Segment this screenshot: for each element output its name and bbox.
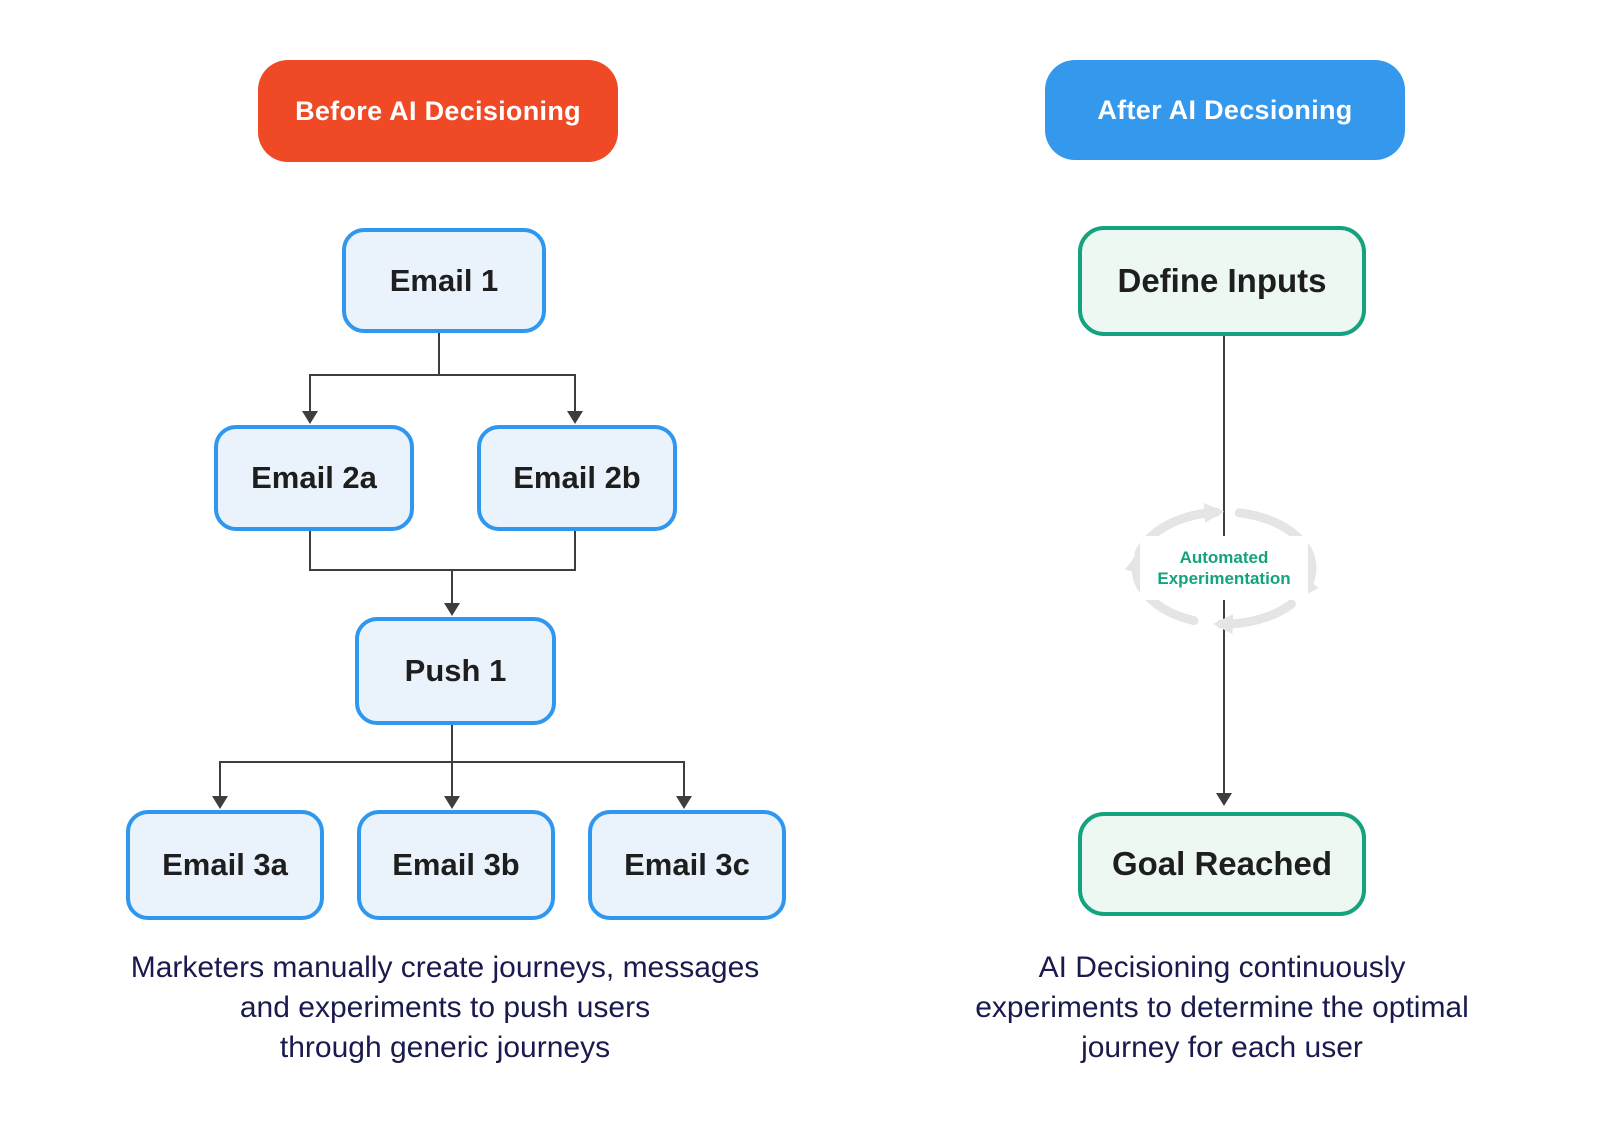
before-ai-decisioning-header: Before AI Decisioning (258, 60, 618, 162)
caption-after: AI Decisioning continuously experiments … (975, 951, 1469, 1064)
connector-merge-level2 (309, 569, 576, 571)
node-push-1: Push 1 (355, 617, 556, 725)
arrowhead-goal-reached (1216, 793, 1232, 806)
connector-to-email3b (451, 761, 453, 797)
connector-email1-down (438, 325, 440, 376)
node-email-1-label: Email 1 (389, 262, 499, 298)
connector-push1-down (451, 717, 453, 763)
connector-email2b-down (574, 523, 576, 571)
arrowhead-email3b (444, 796, 460, 809)
arrowhead-email3c (676, 796, 692, 809)
connector-email2a-down (309, 523, 311, 571)
connector-to-email3c (683, 761, 685, 797)
connector-to-push1 (451, 569, 453, 604)
connector-to-email2a (309, 374, 311, 412)
node-email-2a-label: Email 2a (251, 460, 377, 495)
node-email-3b: Email 3b (357, 810, 555, 920)
node-email-2b-label: Email 2b (513, 460, 641, 495)
node-email-3c: Email 3c (588, 810, 786, 920)
node-email-3c-label: Email 3c (624, 847, 750, 882)
after-header-label: After AI Decsioning (1097, 94, 1353, 125)
node-define-inputs: Define Inputs (1078, 226, 1366, 336)
node-email-1: Email 1 (342, 228, 546, 333)
node-push-1-label: Push 1 (404, 653, 507, 688)
before-header-label: Before AI Decisioning (295, 95, 581, 126)
node-email-3a-label: Email 3a (162, 847, 288, 882)
arrowhead-push1 (444, 603, 460, 616)
node-email-3b-label: Email 3b (392, 847, 520, 882)
node-email-3a: Email 3a (126, 810, 324, 920)
after-ai-decisioning-header: After AI Decsioning (1045, 60, 1405, 160)
arrowhead-email3a (212, 796, 228, 809)
loop-label: Automated Experimentation (1140, 536, 1308, 600)
node-define-inputs-label: Define Inputs (1117, 262, 1327, 299)
node-email-2a: Email 2a (214, 425, 414, 531)
node-goal-reached-label: Goal Reached (1111, 845, 1333, 882)
connector-to-email2b (574, 374, 576, 412)
connector-to-email3a (219, 761, 221, 797)
node-email-2b: Email 2b (477, 425, 677, 531)
arrowhead-email2b (567, 411, 583, 424)
node-goal-reached: Goal Reached (1078, 812, 1366, 916)
arrowhead-email2a (302, 411, 318, 424)
caption-before: Marketers manually create journeys, mess… (130, 951, 760, 1064)
connector-split-level2 (309, 374, 576, 376)
